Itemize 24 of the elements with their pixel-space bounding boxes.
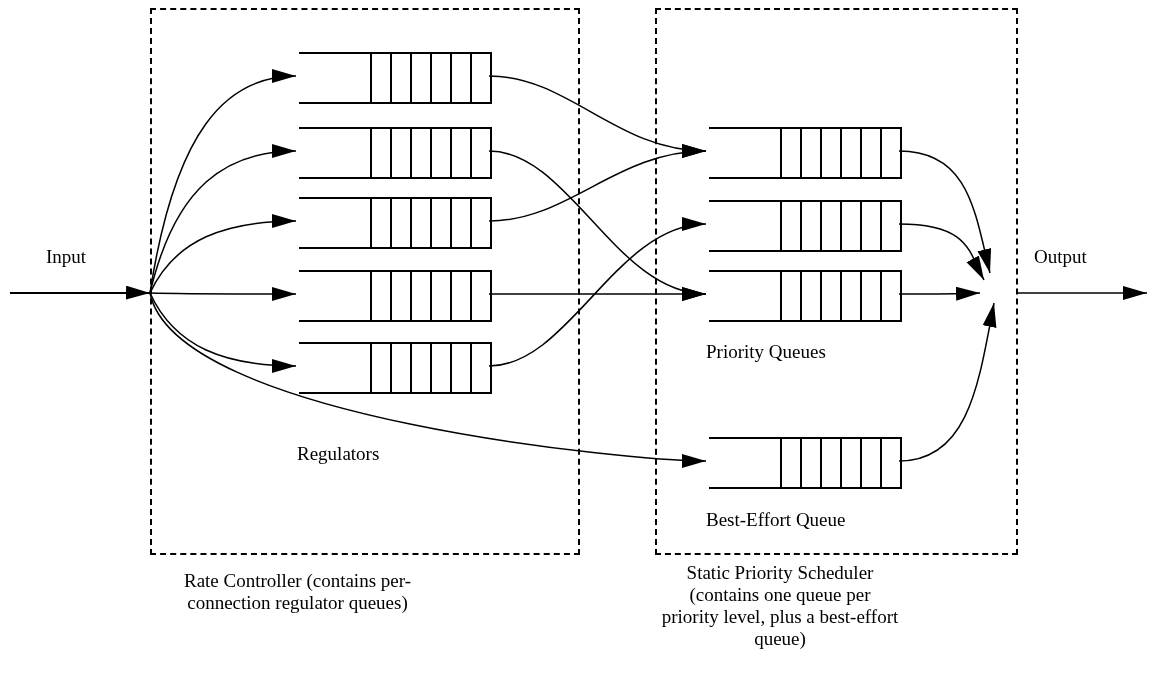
arrow	[488, 145, 707, 222]
group-label: Best-Effort Queue	[706, 509, 846, 531]
arrow	[488, 220, 707, 367]
arrow	[488, 287, 707, 301]
group-title: Static Priority Scheduler (contains one queue per priority level, plus a best-effort queue)	[660, 562, 900, 650]
arrow	[898, 150, 992, 274]
group-title: Rate Controller (contains per-connection regulator queues)	[183, 570, 412, 614]
queue-drawing	[298, 127, 492, 179]
queue-drawing	[708, 270, 902, 322]
arrow	[898, 286, 981, 301]
queue-drawing	[298, 270, 492, 322]
queue-drawing	[708, 200, 902, 252]
queue-drawing	[708, 127, 902, 179]
queue-drawing	[298, 197, 492, 249]
queue-drawing	[298, 342, 492, 394]
group-label: Priority Queues	[706, 341, 826, 363]
arrow	[898, 302, 997, 462]
queue-drawing	[298, 52, 492, 104]
arrow	[898, 223, 985, 281]
group-label: Regulators	[297, 443, 380, 465]
io-label: Input	[46, 246, 87, 268]
queue-drawing	[708, 437, 902, 489]
arrow	[1015, 286, 1148, 300]
io-label: Output	[1034, 246, 1087, 268]
